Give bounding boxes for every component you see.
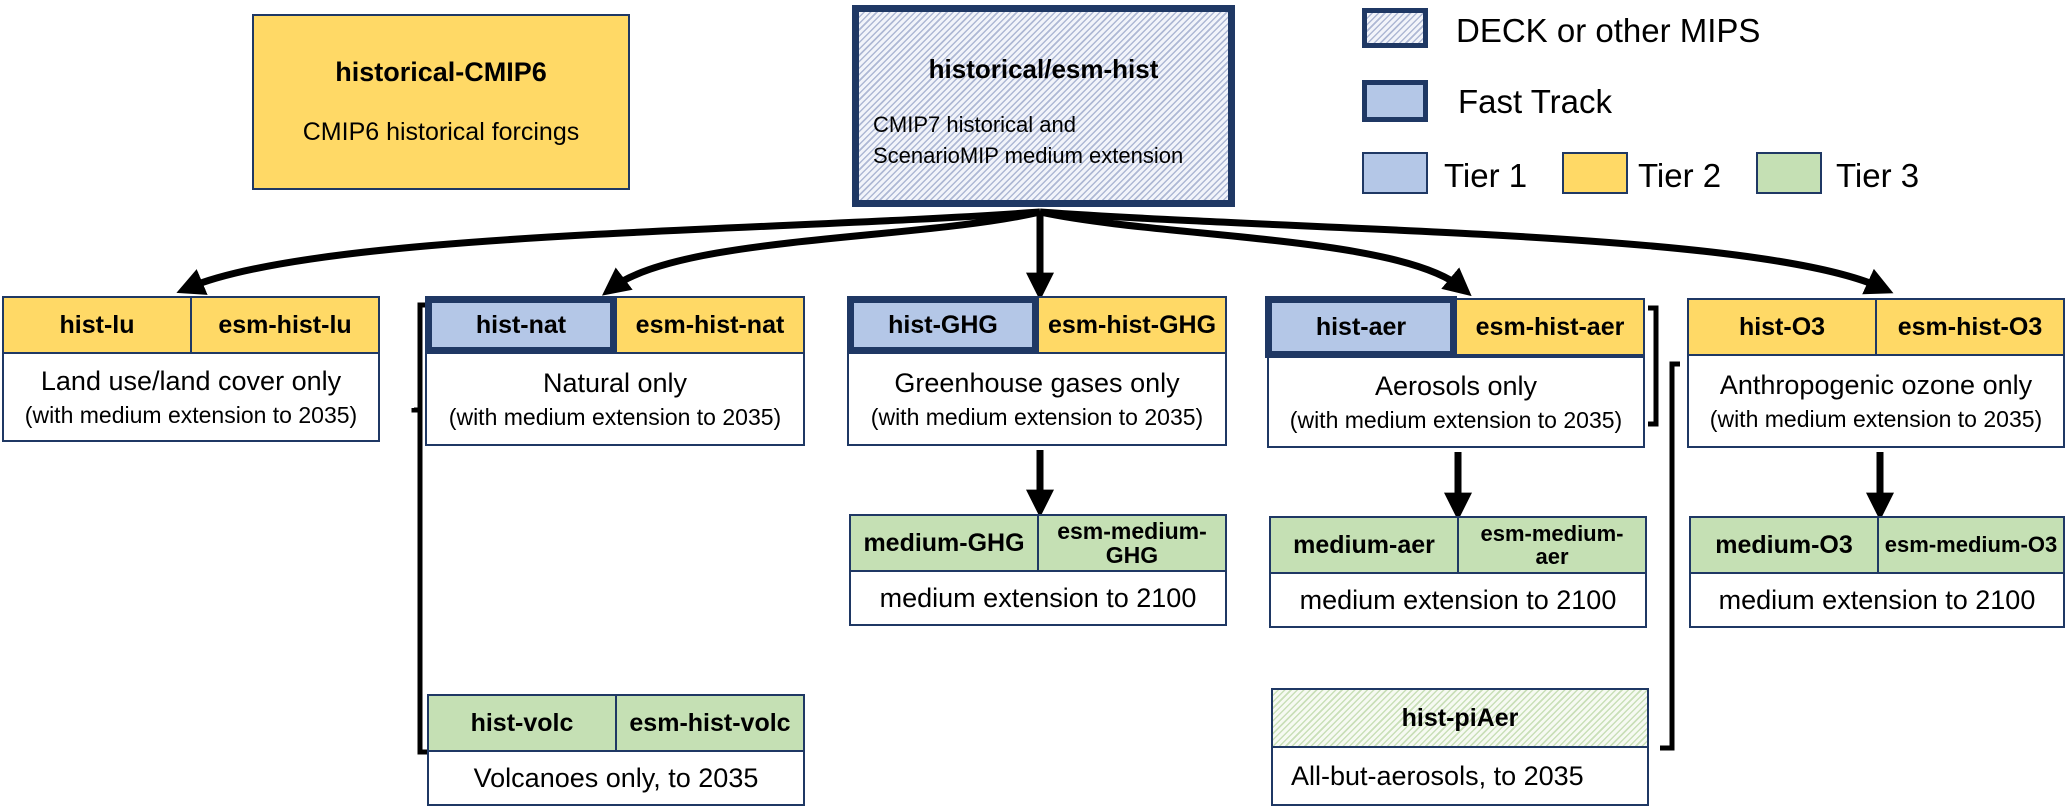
- hist-lu-cell: hist-lu: [2, 296, 192, 354]
- esm-medium-aer-line2: aer: [1535, 544, 1569, 569]
- hist-aer-description: Aerosols only (with medium extension to …: [1267, 356, 1645, 448]
- bracket-aer-right: [1648, 305, 1659, 427]
- esm-medium-ghg-cell: esm-medium- GHG: [1037, 514, 1227, 572]
- legend-tier2-swatch: [1562, 152, 1628, 194]
- historical-esm-hist-box: historical/esm-hist CMIP7 historical and…: [852, 5, 1235, 207]
- legend-tier1-label: Tier 1: [1444, 157, 1528, 194]
- esm-hist-nat-cell: esm-hist-nat: [615, 296, 805, 354]
- hist-ghg-line2: (with medium extension to 2035): [870, 403, 1204, 430]
- hist-piaer-description: All-but-aerosols, to 2035: [1271, 746, 1649, 806]
- historical-cmip6-title: historical-CMIP6: [335, 57, 547, 87]
- esm-hist-ghg-cell: esm-hist-GHG: [1037, 296, 1227, 354]
- arrow-to-hist-nat: [601, 208, 1041, 296]
- esm-hist-o3-cell: esm-hist-O3: [1875, 298, 2065, 356]
- hist-volc-cell: hist-volc: [427, 694, 617, 752]
- historical-cmip6-subtitle: CMIP6 historical forcings: [302, 118, 580, 146]
- hist-lu-line1: Land use/land cover only: [40, 366, 342, 397]
- root-description-line2: ScenarioMIP medium extension: [873, 142, 1184, 168]
- esm-hist-volc-cell: esm-hist-volc: [615, 694, 805, 752]
- hist-nat-line2: (with medium extension to 2035): [448, 403, 782, 430]
- hist-ghg-cell: hist-GHG: [847, 296, 1039, 354]
- historical-cmip6-box: historical-CMIP6 CMIP6 historical forcin…: [252, 14, 630, 190]
- medium-ghg-description: medium extension to 2100: [849, 570, 1227, 626]
- arrow-to-hist-lu: [176, 208, 1041, 295]
- hist-o3-line2: (with medium extension to 2035): [1709, 405, 2043, 432]
- hist-nat-cell: hist-nat: [425, 296, 617, 354]
- hist-volc-desc-text: Volcanoes only, to 2035: [473, 762, 759, 793]
- medium-ghg-desc-text: medium extension to 2100: [879, 582, 1197, 613]
- hist-aer-cell: hist-aer: [1265, 296, 1457, 358]
- medium-aer-description: medium extension to 2100: [1269, 572, 1647, 628]
- hist-volc-description: Volcanoes only, to 2035: [427, 750, 805, 806]
- hist-aer-line1: Aerosols only: [1374, 371, 1538, 402]
- legend-fast-track-label: Fast Track: [1458, 83, 1613, 120]
- legend-tier3-label: Tier 3: [1836, 157, 1920, 194]
- esm-medium-aer-cell: esm-medium- aer: [1457, 516, 1647, 574]
- medium-ghg-cell: medium-GHG: [849, 514, 1039, 572]
- medium-o3-description: medium extension to 2100: [1689, 572, 2065, 628]
- legend-deck-swatch: [1362, 8, 1428, 48]
- esm-medium-ghg-line2: GHG: [1105, 542, 1159, 568]
- hist-o3-description: Anthropogenic ozone only (with medium ex…: [1687, 354, 2065, 448]
- legend-tier1-swatch: [1362, 152, 1428, 194]
- medium-aer-desc-text: medium extension to 2100: [1299, 584, 1617, 615]
- legend-tier3-swatch: [1756, 152, 1822, 194]
- hist-lu-line2: (with medium extension to 2035): [24, 401, 358, 428]
- hist-lu-description: Land use/land cover only (with medium ex…: [2, 352, 380, 442]
- bracket-aer-piaer: [1660, 361, 1680, 751]
- hist-o3-cell: hist-O3: [1687, 298, 1877, 356]
- esm-hist-lu-cell: esm-hist-lu: [190, 296, 380, 354]
- medium-o3-cell: medium-O3: [1689, 516, 1879, 574]
- hist-nat-line1: Natural only: [542, 368, 688, 399]
- hist-ghg-line1: Greenhouse gases only: [894, 368, 1180, 399]
- legend-tier2-label: Tier 2: [1638, 157, 1722, 194]
- bracket-nat-volc: [411, 302, 428, 755]
- hist-piaer-cell: hist-piAer: [1271, 688, 1649, 748]
- arrow-to-hist-aer: [1039, 208, 1472, 297]
- root-description: CMIP7 historical and ScenarioMIP medium …: [873, 110, 1183, 172]
- root-description-line1: CMIP7 historical and: [873, 112, 1076, 137]
- root-title: historical/esm-hist: [928, 54, 1159, 84]
- hist-piaer-desc-text: All-but-aerosols, to 2035: [1291, 760, 1584, 791]
- legend-deck-label: DECK or other MIPS: [1456, 12, 1761, 49]
- legend-fast-track-swatch: [1362, 80, 1428, 122]
- hist-ghg-description: Greenhouse gases only (with medium exten…: [847, 352, 1227, 446]
- arrow-to-hist-o3: [1039, 208, 1894, 295]
- esm-medium-o3-cell: esm-medium-O3: [1877, 516, 2065, 574]
- esm-medium-ghg-line1: esm-medium-: [1057, 517, 1207, 544]
- hist-aer-line2: (with medium extension to 2035): [1289, 406, 1623, 433]
- esm-hist-aer-cell: esm-hist-aer: [1455, 298, 1645, 356]
- esm-medium-aer-line1: esm-medium-: [1480, 520, 1624, 546]
- medium-o3-desc-text: medium extension to 2100: [1718, 584, 2036, 615]
- hist-nat-description: Natural only (with medium extension to 2…: [425, 352, 805, 446]
- hist-o3-line1: Anthropogenic ozone only: [1719, 370, 2033, 401]
- medium-aer-cell: medium-aer: [1269, 516, 1459, 574]
